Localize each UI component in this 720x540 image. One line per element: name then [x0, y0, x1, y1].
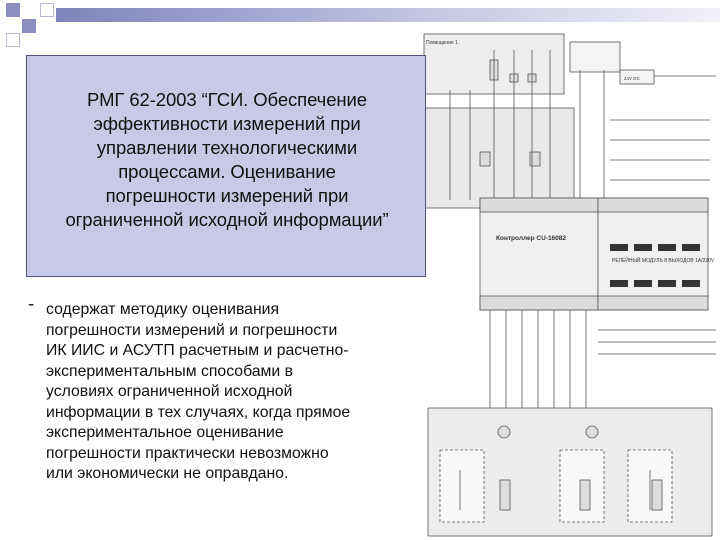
- slide-body-text: содержат методику оценивания погрешности…: [46, 301, 351, 482]
- header-gradient-bar: [56, 8, 720, 22]
- controller-title: Контроллер CU-16082: [496, 235, 566, 242]
- decorative-square: [6, 33, 20, 47]
- bullet-dash: -: [28, 294, 35, 315]
- title-box: РМГ 62-2003 “ГСИ. Обеспечение эффективно…: [26, 55, 426, 277]
- wiring-diagram: Помещение 1 Контроллер CU-16082 РЕЛЕЙНЫЙ…: [423, 33, 716, 537]
- decorative-square: [6, 3, 20, 17]
- decorative-square: [40, 3, 54, 17]
- room-label: Помещение 1: [426, 40, 458, 46]
- decorative-square: [22, 19, 36, 33]
- power-label: 24V DC: [624, 76, 641, 81]
- relay-label: РЕЛЕЙНЫЙ МОДУЛЬ 8 ВЫХОДОВ 1А/220V: [612, 256, 715, 264]
- slide-title: РМГ 62-2003 “ГСИ. Обеспечение эффективно…: [65, 89, 389, 230]
